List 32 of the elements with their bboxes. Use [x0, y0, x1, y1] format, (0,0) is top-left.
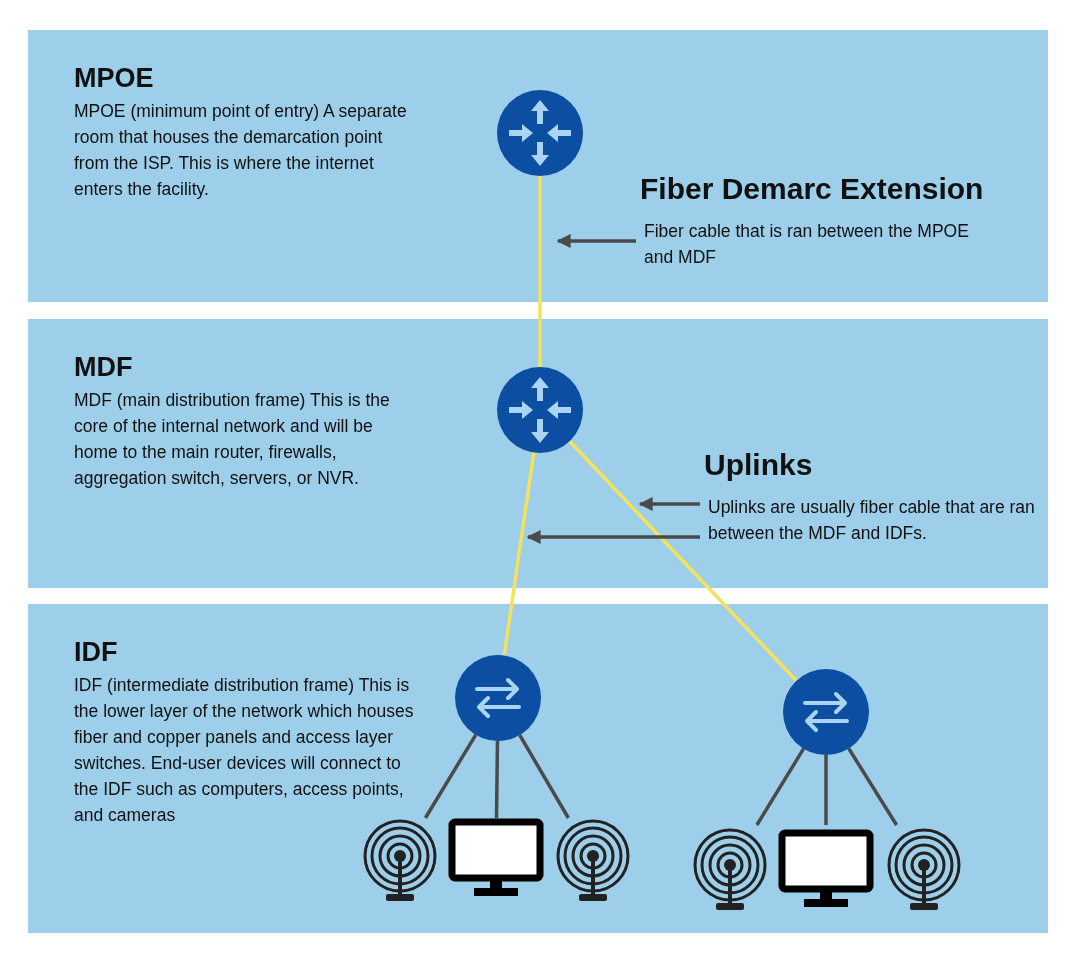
layer-heading: MPOE — [74, 63, 154, 94]
leader-arrow — [638, 497, 700, 511]
callout-text: Fiber cable that is ran between the MPOE and MDF — [644, 220, 970, 269]
layer-description: IDF (intermediate distribution frame) This is the lower layer of the network which houses fiber and copper panels and access layer switches. End-user devices will connect to the IDF such as computers, access points, and cameras — [74, 674, 415, 827]
layer-band — [28, 604, 1048, 933]
layer-heading: IDF — [74, 637, 118, 668]
cable-line — [568, 440, 798, 682]
leader-arrow — [556, 234, 636, 248]
layer-heading: MDF — [74, 352, 133, 383]
layer-band — [28, 319, 1048, 588]
monitor-icon — [448, 818, 544, 898]
layer-description: MPOE (minimum point of entry) A separate room that houses the demarcation point from the ISP. This is where the internet enters the facility. — [74, 100, 408, 201]
router-icon — [497, 367, 583, 453]
cable-line — [502, 452, 536, 656]
switch-icon — [455, 655, 541, 741]
cable-line — [824, 755, 828, 825]
cable-line — [755, 747, 806, 826]
access-point-icon — [362, 818, 438, 902]
layer-band — [28, 30, 1048, 302]
cable-line — [494, 741, 500, 819]
callout-heading: Uplinks — [704, 448, 813, 482]
callout-heading: Fiber Demarc Extension — [640, 172, 984, 206]
cable-line — [423, 733, 478, 819]
cable-line — [847, 747, 899, 826]
cable-line — [518, 734, 570, 819]
switch-icon — [783, 669, 869, 755]
layer-description: MDF (main distribution frame) This is the core of the internal network and will be home to the main router, firewalls, aggregation switch, servers, or NVR. — [74, 389, 391, 490]
leader-arrow — [526, 530, 700, 544]
router-icon — [497, 90, 583, 176]
access-point-icon — [555, 818, 631, 902]
cable-line — [538, 176, 542, 367]
callout-text: Uplinks are usually fiber cable that are ran between the MDF and IDFs. — [708, 496, 1036, 545]
